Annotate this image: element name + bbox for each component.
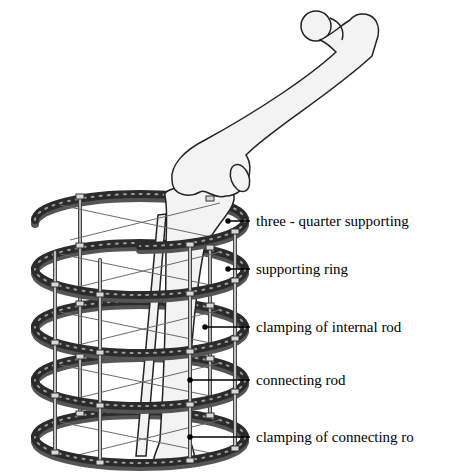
- ring-band: [35, 327, 245, 353]
- leader-line: [188, 219, 250, 439]
- part-label: three - quarter supporting: [256, 212, 409, 230]
- femur-bone: [172, 14, 379, 197]
- part-label: clamping of internal rod: [256, 318, 401, 336]
- patella: [227, 162, 253, 194]
- part-label: connecting rod: [256, 371, 346, 389]
- tibia-fibula: [136, 185, 234, 466]
- femur: [172, 11, 379, 197]
- ring-band: [35, 437, 245, 463]
- connecting-rod-front: [55, 231, 235, 463]
- ring-band: [35, 269, 245, 295]
- ring-band: [35, 301, 245, 327]
- bone-contour: [330, 18, 343, 40]
- ring-front: [35, 220, 245, 467]
- clamping-nut: [51, 194, 239, 465]
- three-quarter-ring: [140, 220, 245, 246]
- part-label: clamping of connecting ro: [256, 428, 414, 446]
- part-label: supporting ring: [256, 260, 348, 278]
- ring-band: [35, 380, 245, 406]
